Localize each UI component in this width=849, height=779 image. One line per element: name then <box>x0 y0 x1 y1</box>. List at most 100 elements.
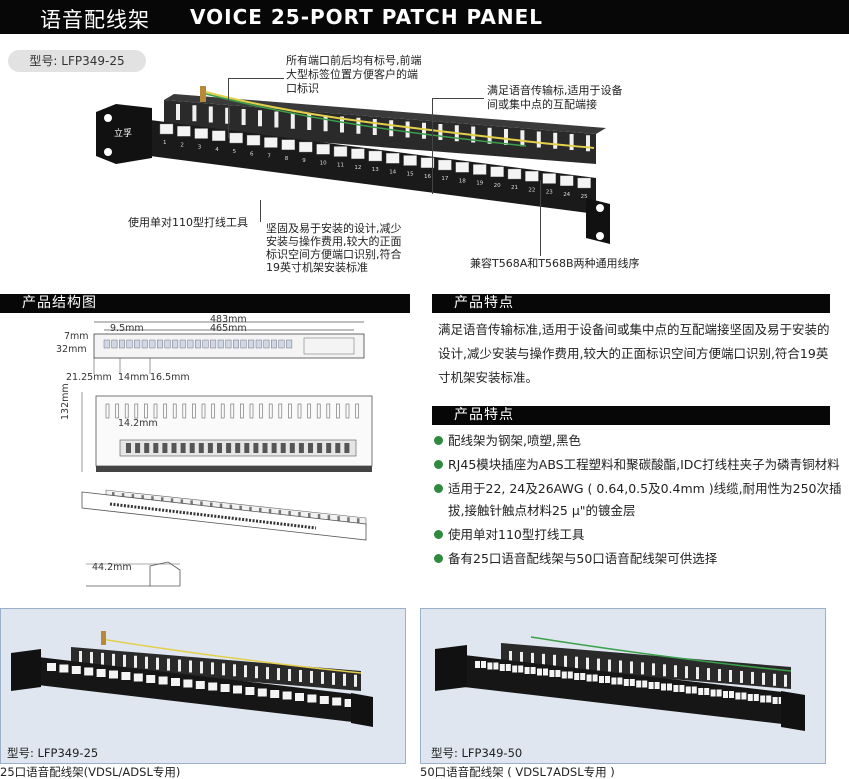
title-en: VOICE 25-PORT PATCH PANEL <box>190 5 543 29</box>
hero-port-number: 8 <box>285 156 289 162</box>
hero-port <box>560 175 574 186</box>
hero-port-number: 25 <box>581 194 588 200</box>
side-view-drawing <box>86 561 181 587</box>
dim-483: 483mm <box>210 314 247 325</box>
hero-port-number: 1 <box>163 140 167 146</box>
product-model-50: 型号: LFP349-50 <box>431 746 523 760</box>
hero-port <box>281 139 296 150</box>
hero-port-number: 10 <box>320 160 327 166</box>
feature-item: 使用单对110型打线工具 <box>434 524 844 546</box>
hero-port <box>403 155 417 166</box>
hero-port <box>229 132 243 144</box>
bullet-icon <box>434 554 443 563</box>
section-features2-title: 产品特点 <box>454 407 514 423</box>
hero-port <box>368 150 382 162</box>
perspective-drawing <box>81 489 367 541</box>
hero-port-number: 21 <box>511 185 518 191</box>
dim-32: 32mm <box>56 344 87 355</box>
hero-port <box>194 128 209 139</box>
hero-port <box>507 168 522 180</box>
hero-port-number: 6 <box>250 151 254 157</box>
bullet-icon <box>434 484 443 493</box>
hero-port-number: 23 <box>546 190 553 196</box>
product-caption-50: 50口语音配线架 ( VDSL7ADSL专用 ) <box>420 765 615 779</box>
section-features2-header: 产品特点 <box>432 406 830 425</box>
bullet-icon <box>434 530 443 539</box>
hero-port <box>264 137 278 148</box>
hero-port <box>455 162 469 173</box>
hero-port <box>298 141 313 153</box>
dim-44-2: 44.2mm <box>92 562 132 573</box>
hero-port-number: 14 <box>389 169 396 175</box>
section-structure-title: 产品结构图 <box>22 295 97 311</box>
leader-line <box>228 78 284 79</box>
hero-port <box>316 144 330 155</box>
top-view-drawing <box>81 392 373 472</box>
hero-port-number: 19 <box>476 181 483 187</box>
hero-port-number: 16 <box>424 174 431 180</box>
hero-port-number: 24 <box>563 192 570 198</box>
dim-16-5: 16.5mm <box>150 372 190 383</box>
bullet-icon <box>434 460 443 469</box>
dim-7: 7mm <box>64 331 89 342</box>
leader-line <box>432 98 433 194</box>
callout-tool: 使用单对110型打线工具 <box>128 216 248 229</box>
hero-port-number: 11 <box>337 163 344 169</box>
hero-port <box>211 130 226 141</box>
front-view-drawing <box>93 321 365 374</box>
hero-port-number: 3 <box>198 145 202 151</box>
callout-design: 坚固及易于安装的设计,减少 安装与操作费用,较大的正面 标识空间方便端口识别,符… <box>266 222 402 274</box>
hero-port-number: 4 <box>215 147 219 153</box>
hero-port-number: 12 <box>354 165 361 171</box>
hero-port <box>351 148 365 159</box>
product-caption-25: 25口语音配线架(VDSL/ADSL专用) <box>0 765 181 779</box>
section-features-title: 产品特点 <box>454 295 514 311</box>
hero-port <box>386 153 400 164</box>
hero-port-number: 22 <box>528 187 535 193</box>
bullet-icon <box>434 436 443 445</box>
feature-list: 配线架为钢架,喷塑,黑色 RJ45模块插座为ABS工程塑料和聚碳酸酯,IDC打线… <box>434 430 844 570</box>
leader-line <box>228 78 229 138</box>
hero-port-number: 13 <box>372 167 379 173</box>
feature-item: RJ45模块插座为ABS工程塑料和聚碳酸酯,IDC打线柱夹子为磷青铜材料 <box>434 454 844 476</box>
hero-port-number: 7 <box>267 154 271 160</box>
panel-photo-25 <box>11 631 373 727</box>
dim-21-25: 21.25mm <box>66 372 112 383</box>
hero-port <box>246 135 261 146</box>
panel-photo-50 <box>435 636 805 731</box>
hero-port-number: 18 <box>459 178 466 184</box>
leader-line <box>432 98 484 99</box>
leader-line <box>540 180 541 256</box>
callout-wiring: 兼容T568A和T568B两种通用线序 <box>470 257 640 270</box>
model-badge: 型号: LFP349-25 <box>8 50 146 72</box>
hero-port <box>490 166 504 177</box>
section-features-header: 产品特点 <box>432 294 830 313</box>
dim-465: 465mm <box>210 323 247 334</box>
hero-port-number: 5 <box>233 149 237 155</box>
dim-132: 132mm <box>60 383 71 420</box>
header-bar: 语音配线架 VOICE 25-PORT PATCH PANEL <box>0 0 849 34</box>
hero-port-number: 17 <box>441 176 448 182</box>
feature-item: 配线架为钢架,喷塑,黑色 <box>434 430 844 452</box>
feature-item: 适用于22, 24及26AWG ( 0.64,0.5及0.4mm )线缆,耐用性… <box>434 478 844 522</box>
leader-line <box>260 200 261 222</box>
hero-port-number: 20 <box>494 183 501 189</box>
hero-port-number: 2 <box>180 142 184 148</box>
callout-transmission: 满足语音传输标,适用于设备 间或集中点的互配端接 <box>487 84 623 111</box>
hero-port <box>542 173 556 184</box>
hero-port <box>473 164 487 175</box>
hero-port-number: 9 <box>302 158 306 164</box>
feature-item: 备有25口语音配线架与50口语音配线架可供选择 <box>434 548 844 570</box>
hero-port <box>420 157 435 168</box>
dim-14: 14mm <box>118 372 149 383</box>
hero-port <box>525 171 539 182</box>
hero-port-number: 15 <box>407 172 414 178</box>
hero-port <box>333 146 348 157</box>
hero-port <box>577 177 591 189</box>
hero-port <box>177 126 191 137</box>
callout-labels: 所有端口前后均有标号,前端 大型标签位置方便客户的端 口标识 <box>286 54 422 95</box>
title-cn: 语音配线架 <box>40 8 150 32</box>
hero-port <box>159 123 174 135</box>
hero-brand: 立孚 <box>114 127 132 139</box>
